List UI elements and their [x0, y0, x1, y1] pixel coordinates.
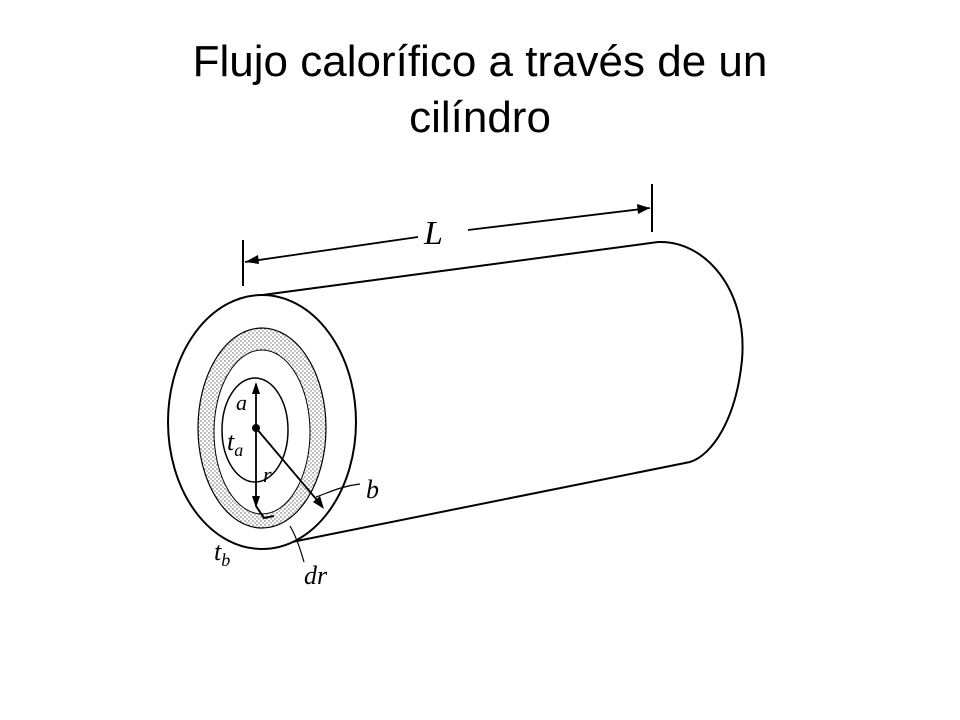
radius-r-label: r — [263, 462, 272, 487]
slide-title-line-2: cilíndro — [409, 93, 551, 142]
cylinder-top-edge — [254, 241, 659, 297]
cylinder-bottom-edge — [261, 461, 691, 549]
length-arrow-right — [637, 204, 650, 214]
radius-r-arrow-down — [252, 496, 260, 508]
slide-title: Flujo calorífico a través de un cilíndro — [0, 34, 960, 146]
outer-temperature-label: tb — [214, 537, 230, 570]
shell-thickness-label: dr — [304, 561, 328, 590]
radius-r-arrow-up — [252, 382, 260, 394]
length-label: L — [423, 215, 443, 252]
cylinder-diagram: L a ta r b tb dr — [167, 184, 744, 590]
shell-dr-leader — [289, 525, 305, 563]
outer-radius-label: b — [366, 475, 379, 504]
radius-b-arrow — [313, 496, 324, 509]
shell-element-marker — [255, 505, 275, 520]
radius-b-leader — [315, 483, 361, 498]
slide-title-line-1: Flujo calorífico a través de un — [192, 37, 768, 86]
length-arrow-left — [245, 255, 259, 264]
inner-temperature-label: ta — [227, 427, 243, 460]
length-dimension-line-right — [467, 207, 651, 231]
radius-b-line — [255, 427, 323, 507]
cylinder-far-end — [657, 240, 744, 463]
length-dimension-line-left — [244, 236, 419, 263]
inner-radius-label: a — [236, 390, 247, 415]
